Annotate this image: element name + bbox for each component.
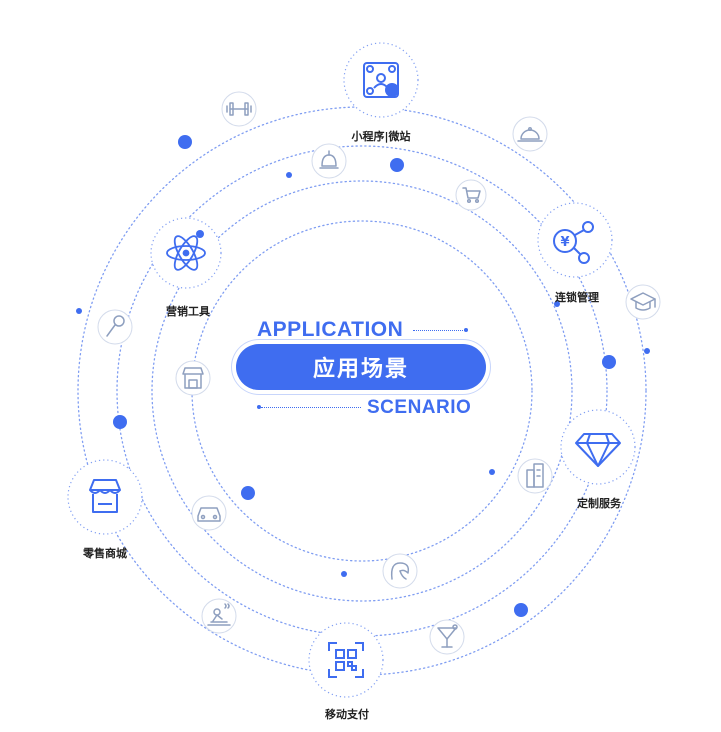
graduation-cap-icon xyxy=(625,284,661,320)
orbit-ring-2 xyxy=(116,145,608,637)
node-chain[interactable]: ¥ xyxy=(537,202,613,278)
node-label-miniprogram: 小程序|微站 xyxy=(351,130,411,143)
node-payment[interactable] xyxy=(308,622,384,698)
center-en-bottom: SCENARIO xyxy=(367,397,472,418)
car-icon xyxy=(191,495,227,531)
orbit-dot xyxy=(178,135,192,149)
en-top-line xyxy=(413,330,465,331)
diamond-icon xyxy=(575,433,621,467)
orbit-dot xyxy=(514,603,528,617)
store-icon xyxy=(175,360,211,396)
orbit-dot xyxy=(196,230,204,238)
yen-network-icon: ¥ xyxy=(553,221,594,264)
node-custom[interactable] xyxy=(560,409,636,485)
node-retail[interactable] xyxy=(67,459,143,535)
orbit-ring-inner xyxy=(191,220,533,562)
orbit-dot xyxy=(644,348,650,354)
node-label-chain: 连锁管理 xyxy=(555,291,599,304)
orbit-dot xyxy=(554,301,560,307)
en-bottom-dot xyxy=(257,405,261,409)
orbit-rings xyxy=(77,106,647,676)
orbit-dot xyxy=(113,415,127,429)
node-miniprogram[interactable] xyxy=(343,42,419,118)
node-label-retail: 零售商城 xyxy=(83,547,127,560)
bell-icon xyxy=(311,143,347,179)
node-label-custom: 定制服务 xyxy=(577,497,621,510)
orbit-dot xyxy=(286,172,292,178)
orbit-dot xyxy=(390,158,404,172)
node-marketing[interactable] xyxy=(150,217,222,289)
qr-mini-program-icon xyxy=(363,62,399,98)
small-icons xyxy=(97,91,661,655)
orbit-ring-outer xyxy=(77,106,647,676)
node-label-payment: 移动支付 xyxy=(325,708,369,721)
en-top-dot xyxy=(464,328,468,332)
orbit-dot xyxy=(489,469,495,475)
cocktail-icon xyxy=(429,619,465,655)
massage-icon xyxy=(201,598,237,634)
center-title: 应用场景 xyxy=(312,357,409,382)
svg-text:¥: ¥ xyxy=(560,235,569,250)
buildings-icon xyxy=(517,458,553,494)
microphone-icon xyxy=(97,309,133,345)
shopping-cart-icon xyxy=(455,179,487,211)
qr-scan-icon xyxy=(328,642,364,678)
atom-icon xyxy=(166,235,206,271)
orbit-dot xyxy=(241,486,255,500)
orbit-dots xyxy=(76,135,650,617)
orbit-dot xyxy=(602,355,616,369)
orbit-dot xyxy=(76,308,82,314)
center-title-pill: 应用场景 xyxy=(236,344,486,390)
orbit-ring-3 xyxy=(151,180,573,602)
en-bottom-line xyxy=(261,407,361,408)
dumbbell-icon xyxy=(221,91,257,127)
food-cloche-icon xyxy=(512,116,548,152)
storefront-icon xyxy=(89,479,121,513)
orbit-dot xyxy=(341,571,347,577)
hairdresser-icon xyxy=(382,553,418,589)
center-en-top: APPLICATION xyxy=(257,318,404,341)
node-label-marketing: 营销工具 xyxy=(166,305,210,318)
